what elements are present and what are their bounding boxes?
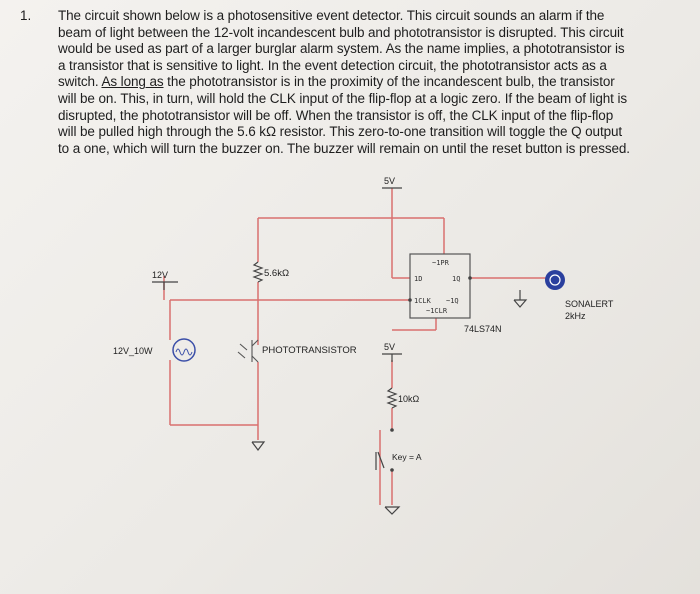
reset-resistor-icon (386, 387, 398, 409)
text-line: switch. As long as the phototransistor i… (58, 74, 683, 91)
ff-part-label: 74LS74N (464, 324, 502, 334)
lamp-icon (172, 338, 196, 362)
problem-number: 1. (20, 8, 32, 23)
vcc-top-label: 5V (384, 176, 395, 186)
pullup-resistor-label: 5.6kΩ (264, 268, 289, 279)
reset-resistor-label: 10kΩ (398, 394, 420, 404)
text-line: to a one, which will turn the buzzer on.… (58, 140, 630, 156)
text-line: will be on. This, in turn, will hold the… (58, 90, 628, 106)
ff-qbar-label: ~1Q (446, 297, 459, 305)
pullup-resistor-icon (252, 261, 264, 283)
text-line: disrupted, the phototransistor will be o… (58, 107, 614, 123)
vcc-12-label: 12V (152, 270, 168, 280)
buzzer-icon (545, 270, 565, 290)
text-line: The circuit shown below is a photosensit… (58, 8, 605, 23)
ff-q-label: 1Q (452, 275, 460, 283)
black-wires (152, 187, 528, 515)
problem-text: The circuit shown below is a photosensit… (58, 8, 683, 157)
ff-d-label: 1D (414, 275, 422, 283)
buzzer-freq-label: 2kHz (565, 311, 586, 321)
text-line: would be used as part of a larger burgla… (58, 41, 625, 57)
text-line: will be pulled high through the 5.6 kΩ r… (58, 124, 623, 140)
vcc-reset-label: 5V (384, 342, 395, 352)
ff-clr-label: ~1CLR (426, 307, 448, 315)
red-wires (163, 188, 548, 505)
text-fragment: the phototransistor is in the proximity … (167, 74, 615, 90)
underlined-phrase: As long as (101, 74, 164, 90)
lamp-label: 12V_10W (113, 346, 153, 356)
buzzer-name-label: SONALERT (565, 299, 614, 309)
phototransistor-label: PHOTOTRANSISTOR (262, 345, 357, 356)
ff-clk-label: 1CLK (414, 297, 432, 305)
phototransistor-icon (237, 339, 259, 363)
key-label: Key = A (392, 452, 422, 462)
text-fragment: switch. (58, 74, 99, 90)
ff-pr-label: ~1PR (432, 259, 450, 267)
text-line: a transistor that is sensitive to light.… (58, 57, 607, 73)
pin-dots (390, 276, 472, 472)
text-line: beam of light between the 12-volt incand… (58, 24, 624, 40)
